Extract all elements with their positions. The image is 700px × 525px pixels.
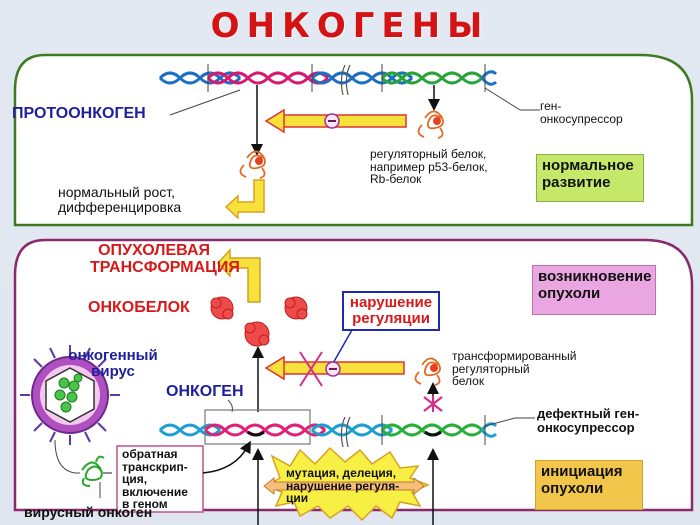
regulatory-protein-icon [417,110,444,139]
regulatory-protein-label: регуляторный белок, например p53-белок, … [370,147,488,187]
protein-tangle-icon [239,150,266,179]
suppressor-leader [484,87,521,111]
defective-suppressor-label: дефектный ген- онкосупрессор [537,406,640,435]
top-panel-frame [13,53,694,227]
bottom-inhibition-arrow [264,351,405,387]
mutation-double-arrow [263,476,425,496]
bottom-panel-frame [13,238,694,512]
mutation-label: мутация, делеция, нарушение регуля- ции [286,466,400,506]
reverse-transcription-label: обратная транскрип- ция, включение в ген… [122,447,188,512]
tumor-onset-text: возникновение опухоли [538,268,652,302]
oncoprotein-cluster-icon [210,296,308,347]
reverse-transcription-box [116,445,204,513]
tumor-initiation-box: инициация опухоли [535,460,643,510]
viral-oncogene-label: вирусный онкоген [24,504,153,520]
oncogene-label: ОНКОГЕН [166,383,244,400]
normal-development-text: нормальное развитие [542,157,634,191]
oncogenic-virus-icon [20,345,120,445]
protooncogene-leader [169,89,241,116]
oncoprotein-label: ОНКОБЕЛОК [88,299,190,316]
protooncogene-label: ПРОТООНКОГЕН [12,105,146,122]
normal-growth-label: нормальный рост, дифференцировка [58,184,182,215]
tumor-onset-box: возникновение опухоли [532,265,656,315]
dysregulation-callout [342,291,440,331]
tumor-transformation-label: ОПУХОЛЕВАЯ ТРАНСФОРМАЦИЯ [90,242,240,276]
normal-growth-arrow [224,179,265,220]
reverse-transcription-arrow [202,440,251,474]
transformed-protein-label: трансформированный регуляторный белок [452,349,577,389]
top-inhibition-arrow [264,108,407,134]
viral-oncogene-icon [81,455,105,487]
oncogenic-virus-label: онкогенный вирус [68,347,158,380]
suppressor-gene-label: ген- онкосупрессор [540,99,623,126]
viral-path-line [54,439,80,474]
top-dna-strand [158,64,498,96]
tumor-initiation-text: инициация опухоли [541,463,623,497]
normal-development-box: нормальное развитие [536,154,644,202]
oncogene-box [204,409,311,445]
dysregulation-label: нарушение регуляции [349,294,433,327]
transformation-arrow [216,248,261,303]
page-title: ОНКОГЕНЫ [210,6,490,46]
bottom-dna-strand [158,415,498,448]
transformed-protein-icon [414,357,441,386]
